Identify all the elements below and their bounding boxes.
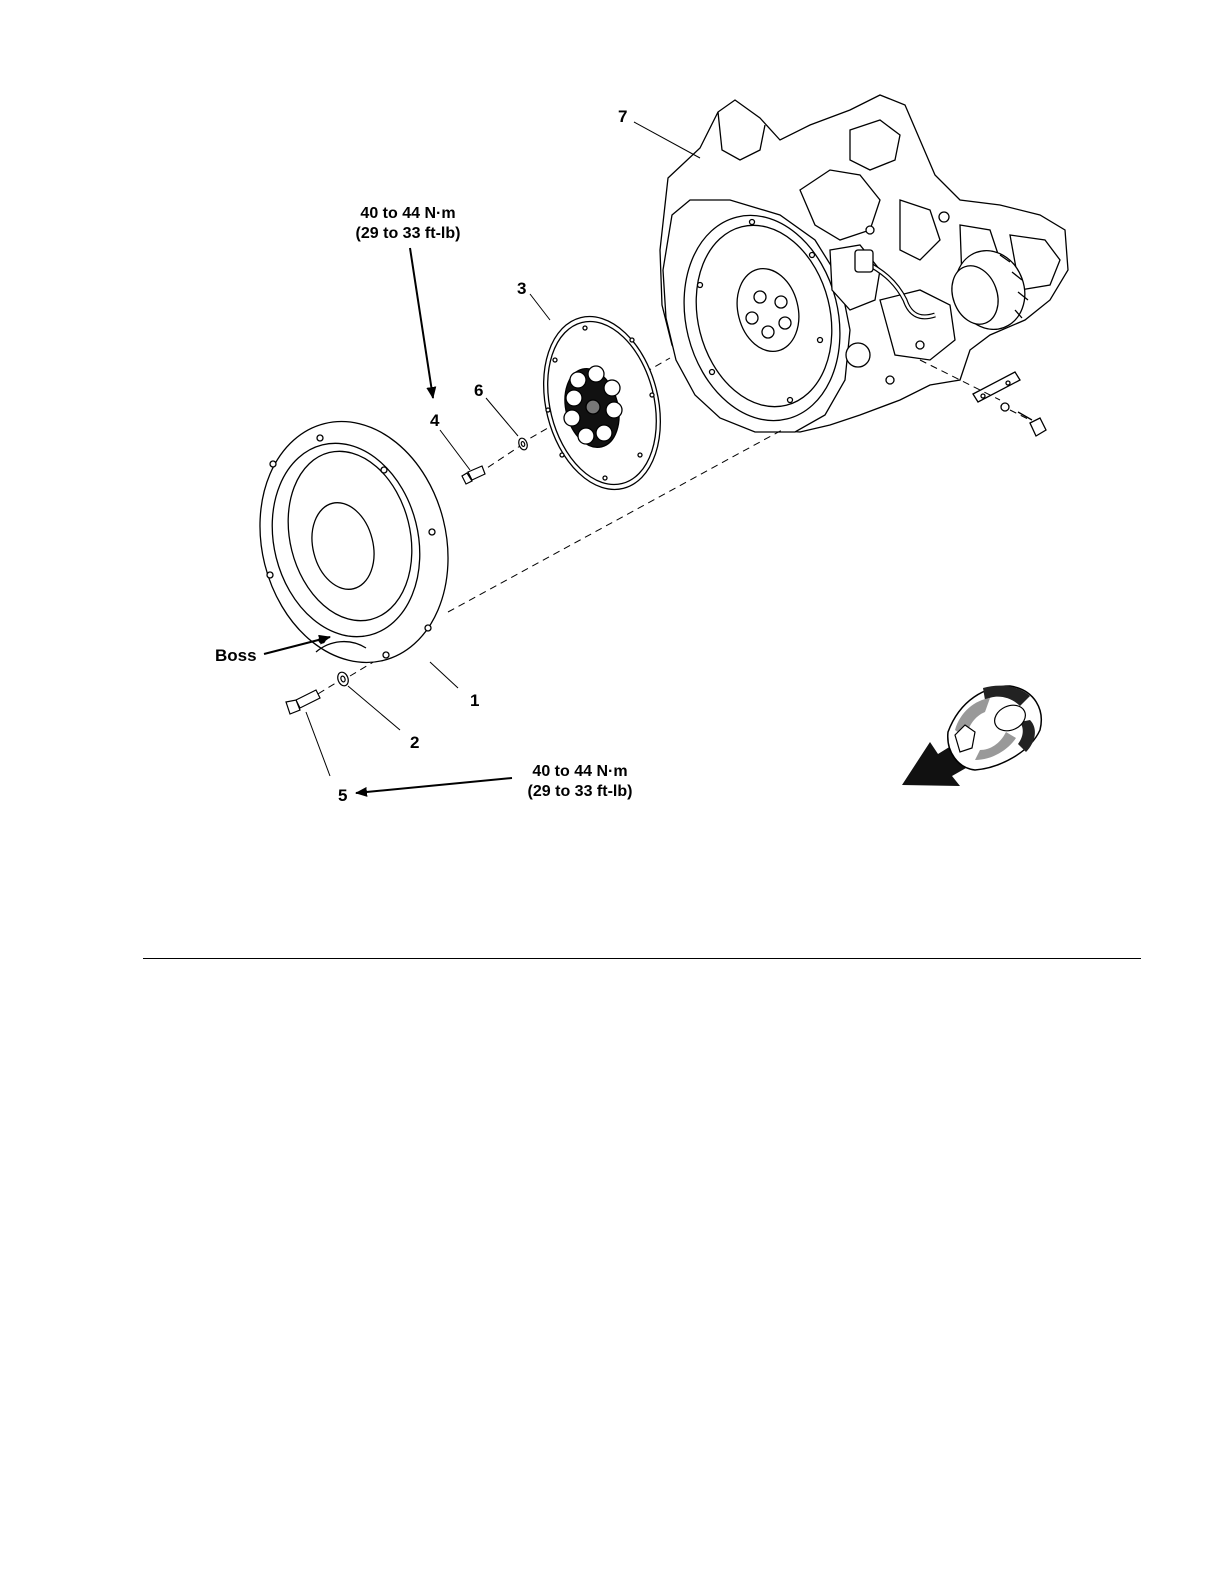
callout-1: 1 <box>470 691 479 710</box>
torque-arrow-bottom <box>356 778 512 793</box>
torque-bottom-line1: 40 to 44 N·m <box>532 763 627 780</box>
torque-bottom-line2: (29 to 33 ft-lb) <box>528 783 633 800</box>
callout-2: 2 <box>410 733 419 752</box>
callout-3: 3 <box>517 279 526 298</box>
callout-5: 5 <box>338 786 347 805</box>
exploded-view-diagram: 7 3 6 4 1 2 5 Boss 40 to 44 N·m (29 to 3… <box>0 0 1224 1000</box>
torque-top-line1: 40 to 44 N·m <box>360 205 455 222</box>
engine-assembly <box>660 95 1068 437</box>
callout-6: 6 <box>474 381 483 400</box>
callout-4: 4 <box>430 411 440 430</box>
boss-label: Boss <box>215 646 257 665</box>
adapter-plate <box>235 401 473 682</box>
torque-arrow-top <box>410 248 433 398</box>
horizontal-rule <box>143 958 1141 959</box>
torque-top-line2: (29 to 33 ft-lb) <box>356 225 461 242</box>
coupling-plate <box>526 304 677 502</box>
callout-7: 7 <box>618 107 627 126</box>
view-direction-icon <box>902 686 1041 786</box>
